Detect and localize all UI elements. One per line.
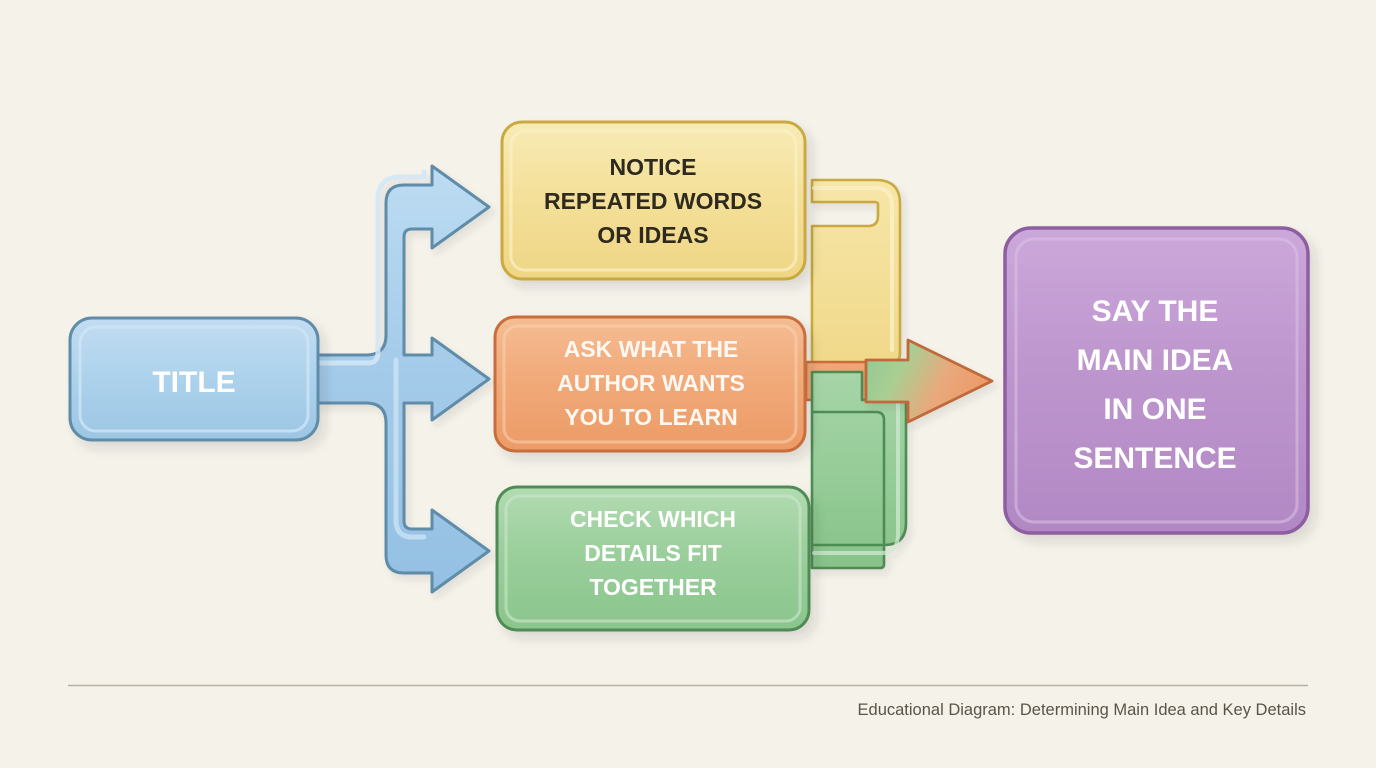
node-output-line4: SENTENCE — [1073, 442, 1236, 475]
node-notice-repeated-words[interactable]: NOTICE REPEATED WORDS OR IDEAS — [500, 120, 807, 281]
merged-arrowhead — [864, 338, 994, 424]
node-say-main-idea[interactable]: SAY THE MAIN IDEA IN ONE SENTENCE — [1003, 226, 1310, 535]
node-output-inner-bevel — [1014, 237, 1299, 524]
node-step1-line3: OR IDEAS — [597, 222, 708, 248]
node-step3-inner-bevel — [504, 494, 802, 623]
node-step2-line2: AUTHOR WANTS — [557, 370, 745, 396]
node-ask-author-intent[interactable]: ASK WHAT THE AUTHOR WANTS YOU TO LEARN — [493, 315, 807, 453]
node-step1-box[interactable] — [500, 120, 807, 281]
node-output-line2: MAIN IDEA — [1077, 344, 1234, 377]
node-step2-line3: YOU TO LEARN — [564, 404, 737, 430]
node-title[interactable]: TITLE — [68, 316, 320, 442]
yellow-path-highlight — [812, 186, 894, 352]
green-path-highlight — [812, 402, 900, 555]
node-step2-line1: ASK WHAT THE — [564, 336, 739, 362]
node-step3-box[interactable] — [495, 485, 811, 632]
node-step1-inner-bevel — [509, 129, 798, 272]
diagram-caption: Educational Diagram: Determining Main Id… — [858, 701, 1306, 719]
connector-title-to-steps — [314, 164, 491, 594]
connector-green-to-output — [810, 370, 908, 570]
node-title-box[interactable] — [68, 316, 320, 442]
node-output-line3: IN ONE — [1103, 393, 1206, 426]
node-title-label: TITLE — [152, 366, 235, 399]
merge-arrowhead-shape — [864, 338, 994, 424]
node-step1-line2: REPEATED WORDS — [544, 188, 762, 214]
node-step1-line1: NOTICE — [610, 154, 697, 180]
node-title-inner-bevel — [78, 325, 310, 433]
blue-branch-arrow — [314, 164, 491, 594]
node-step3-line3: TOGETHER — [589, 574, 717, 600]
node-step2-box[interactable] — [493, 315, 807, 453]
node-step3-line1: CHECK WHICH — [570, 506, 736, 532]
node-output-box[interactable] — [1003, 226, 1310, 535]
node-step2-inner-bevel — [502, 324, 798, 444]
blue-arrow-highlight — [317, 169, 427, 366]
node-output-line1: SAY THE — [1092, 295, 1219, 328]
node-check-details-fit[interactable]: CHECK WHICH DETAILS FIT TOGETHER — [495, 485, 811, 632]
blue-arrow-highlight-lower — [393, 357, 427, 540]
node-step3-line2: DETAILS FIT — [584, 540, 722, 566]
green-merge-path — [810, 370, 908, 570]
